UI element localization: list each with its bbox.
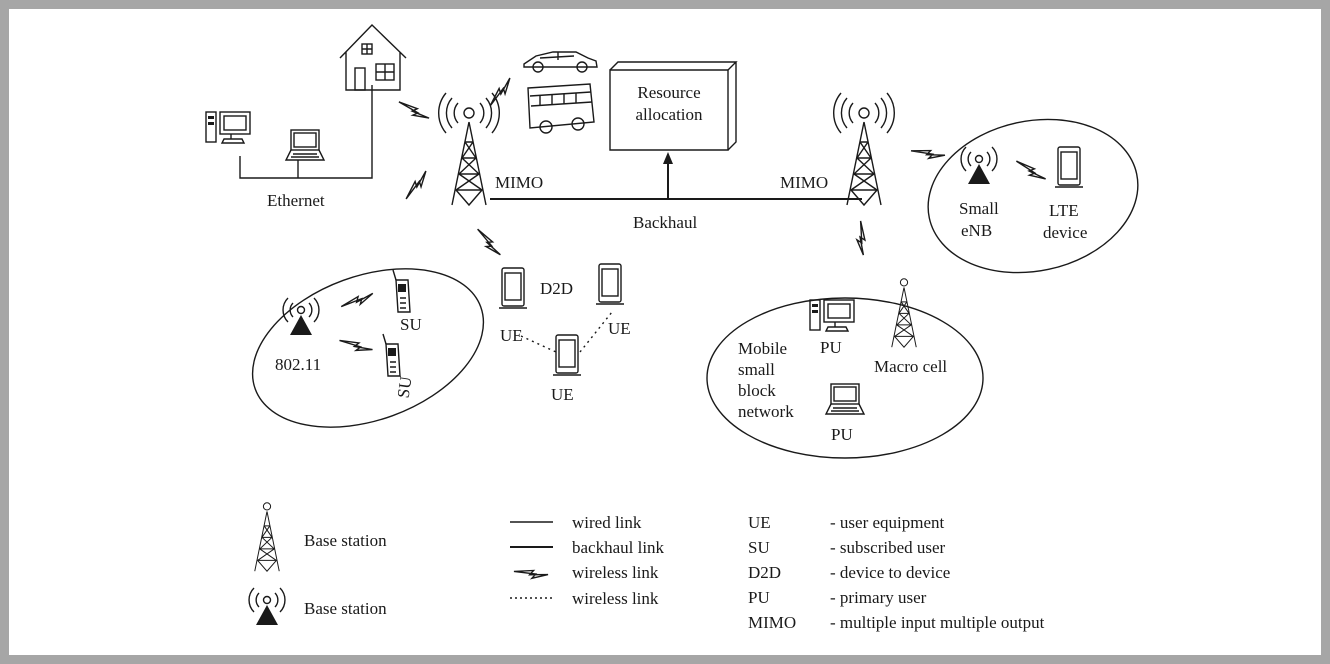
ue-left-label: UE <box>500 326 523 345</box>
ue-bottom-label: UE <box>551 385 574 404</box>
wireless-link-enb <box>909 145 946 163</box>
wireless-link-house <box>396 97 431 125</box>
resource-arrow <box>663 152 673 164</box>
mobile-network-ellipse <box>706 297 984 459</box>
legend-label-antenna: Base station <box>304 599 387 618</box>
legend-label-wireless-dotted: wireless link <box>572 589 659 608</box>
legend-meaning-su: - subscribed user <box>830 538 946 557</box>
lte-device-label-1: LTE <box>1049 201 1079 220</box>
legend-abbr-d2d: D2D <box>748 563 781 582</box>
wireless-link-lte <box>1013 156 1047 186</box>
ethernet-wired-link <box>239 85 373 179</box>
pu-top-desktop-icon <box>809 299 855 332</box>
ethernet-label: Ethernet <box>267 191 325 210</box>
legend-label-wired: wired link <box>572 513 642 532</box>
mobile-network-label-2: small <box>738 360 775 379</box>
legend-abbr-mimo: MIMO <box>748 613 796 632</box>
wifi-label: 802.11 <box>275 355 321 374</box>
su-top-handset-icon <box>392 269 411 313</box>
small-enb-label-1: Small <box>959 199 999 218</box>
house-icon <box>339 24 407 91</box>
d2d-label: D2D <box>540 279 573 298</box>
wireless-link-su-top <box>339 291 376 311</box>
legend-meaning-pu: - primary user <box>830 588 927 607</box>
su-top-label: SU <box>400 315 422 334</box>
legend-abbr-pu: PU <box>748 588 770 607</box>
mobile-network-label-4: network <box>738 402 794 421</box>
wireless-link-macro <box>855 220 867 256</box>
wireless-link-ue <box>474 225 502 260</box>
legend-abbr-su: SU <box>748 538 770 557</box>
lte-device-label-2: device <box>1043 223 1087 242</box>
ue-bottom-phone-icon <box>552 334 582 376</box>
small-enb-label-2: eNB <box>961 221 992 240</box>
macro-cell-label: Macro cell <box>874 357 947 376</box>
legend-meaning-d2d: - device to device <box>830 563 950 582</box>
legend-label-wireless-zigzag: wireless link <box>572 563 659 582</box>
antenna-802-11-icon <box>282 297 320 336</box>
ue-left-phone-icon <box>498 267 528 309</box>
pu-top-label: PU <box>820 338 842 357</box>
car-icon <box>523 51 598 73</box>
legend-antenna-icon <box>248 587 286 626</box>
base-station-tower-right-icon <box>832 92 896 206</box>
wireless-link-vehicle <box>485 76 516 109</box>
resource-allocation-box <box>609 61 738 151</box>
su-bottom-handset-icon <box>382 333 401 377</box>
d2d-dotted-links <box>520 311 613 353</box>
wifi-cell-ellipse <box>251 268 485 428</box>
legend-meaning-mimo: - multiple input multiple output <box>830 613 1045 632</box>
lte-device-phone-icon <box>1054 146 1084 188</box>
macro-cell-tower-icon <box>891 278 917 348</box>
wireless-link-ethernet <box>401 169 432 202</box>
small-cell-ellipse <box>927 118 1139 274</box>
small-enb-antenna-icon <box>960 146 998 185</box>
su-bottom-label: SU <box>394 375 416 399</box>
mimo-right-label: MIMO <box>780 173 828 192</box>
bus-icon <box>527 83 595 134</box>
resource-allocation-label-1: Resource <box>637 83 700 102</box>
pu-bottom-label: PU <box>831 425 853 444</box>
ue-right-phone-icon <box>595 263 625 305</box>
legend-zigzag-swatch <box>512 565 549 583</box>
resource-allocation-label-2: allocation <box>635 105 703 124</box>
ue-right-label: UE <box>608 319 631 338</box>
wireless-link-su-bottom <box>337 335 374 357</box>
desktop-pc-icon <box>205 111 251 144</box>
mobile-network-label-1: Mobile <box>738 339 787 358</box>
backhaul-label: Backhaul <box>633 213 697 232</box>
laptop-icon <box>285 129 325 161</box>
mobile-network-label-3: block <box>738 381 776 400</box>
legend-label-backhaul: backhaul link <box>572 538 665 557</box>
legend: Base station Base station wired link bac… <box>248 502 1045 632</box>
base-station-tower-left-icon <box>437 92 501 206</box>
pu-bottom-laptop-icon <box>825 383 865 415</box>
mimo-left-label: MIMO <box>495 173 543 192</box>
legend-meaning-ue: - user equipment <box>830 513 945 532</box>
legend-abbr-ue: UE <box>748 513 771 532</box>
legend-tower-icon <box>254 502 280 572</box>
legend-label-tower: Base station <box>304 531 387 550</box>
